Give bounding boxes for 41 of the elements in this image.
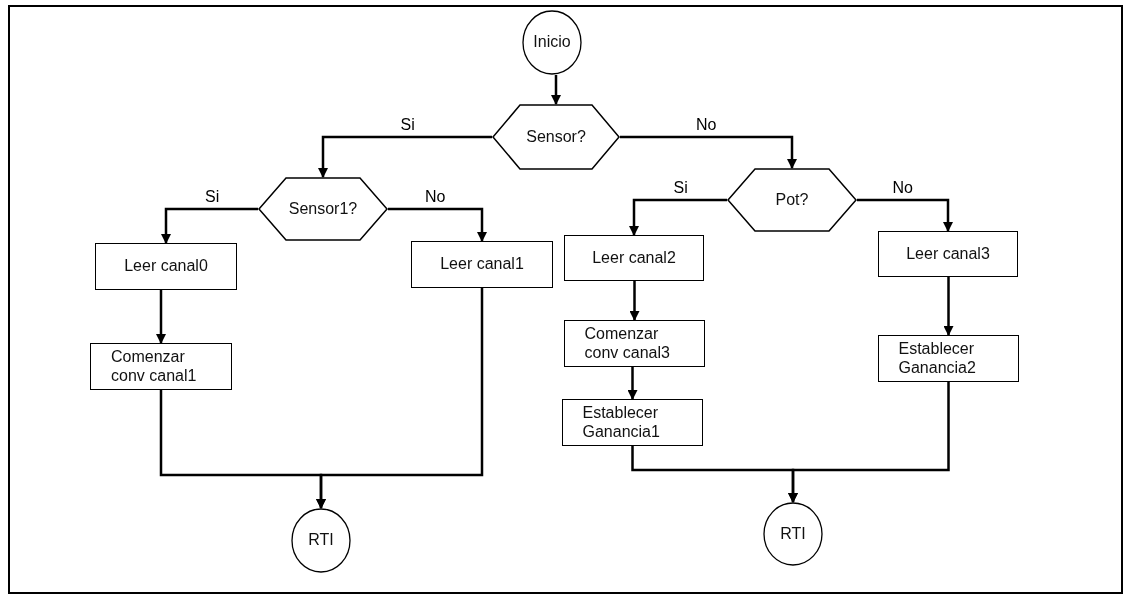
node-text: Leer canal0 <box>123 257 209 276</box>
process-box <box>411 241 553 288</box>
arrow <box>318 135 492 178</box>
arrow <box>388 207 487 242</box>
node-text: Comenzar conv canal3 <box>583 325 671 362</box>
node-text: Inicio <box>533 33 571 52</box>
decision-hexagon <box>492 104 620 170</box>
arrow <box>620 135 797 169</box>
arrow <box>943 277 954 336</box>
terminal-circle <box>291 508 351 573</box>
arrow <box>627 367 638 400</box>
process-box <box>90 343 232 390</box>
arrow <box>551 75 561 105</box>
process-box <box>878 231 1018 277</box>
terminal-circle <box>763 502 823 566</box>
arrow <box>316 288 484 509</box>
arrow <box>788 382 950 503</box>
process-box <box>564 320 705 367</box>
node-text: Leer canal1 <box>439 255 525 274</box>
arrow <box>156 290 166 344</box>
arrow <box>629 198 727 236</box>
node-text: Pot? <box>775 190 809 210</box>
arrow <box>857 198 953 232</box>
process-box <box>95 243 237 290</box>
node-text: Sensor1? <box>288 199 358 219</box>
process-box <box>564 235 704 281</box>
node-text: Sensor? <box>526 127 586 147</box>
decision-hexagon <box>258 177 388 241</box>
process-box <box>878 335 1019 382</box>
node-text: Leer canal2 <box>591 248 677 268</box>
arrow <box>161 207 258 244</box>
node-text: Establecer Ganancia2 <box>897 340 977 377</box>
node-text: Leer canal3 <box>905 244 991 264</box>
terminal-circle <box>522 10 582 75</box>
node-text: Establecer Ganancia1 <box>581 404 661 441</box>
decision-hexagon <box>727 168 857 232</box>
node-text: RTI <box>308 531 334 550</box>
arrow <box>629 281 640 321</box>
process-box <box>562 399 703 446</box>
node-text: RTI <box>780 524 806 544</box>
node-text: Comenzar conv canal1 <box>110 348 198 385</box>
